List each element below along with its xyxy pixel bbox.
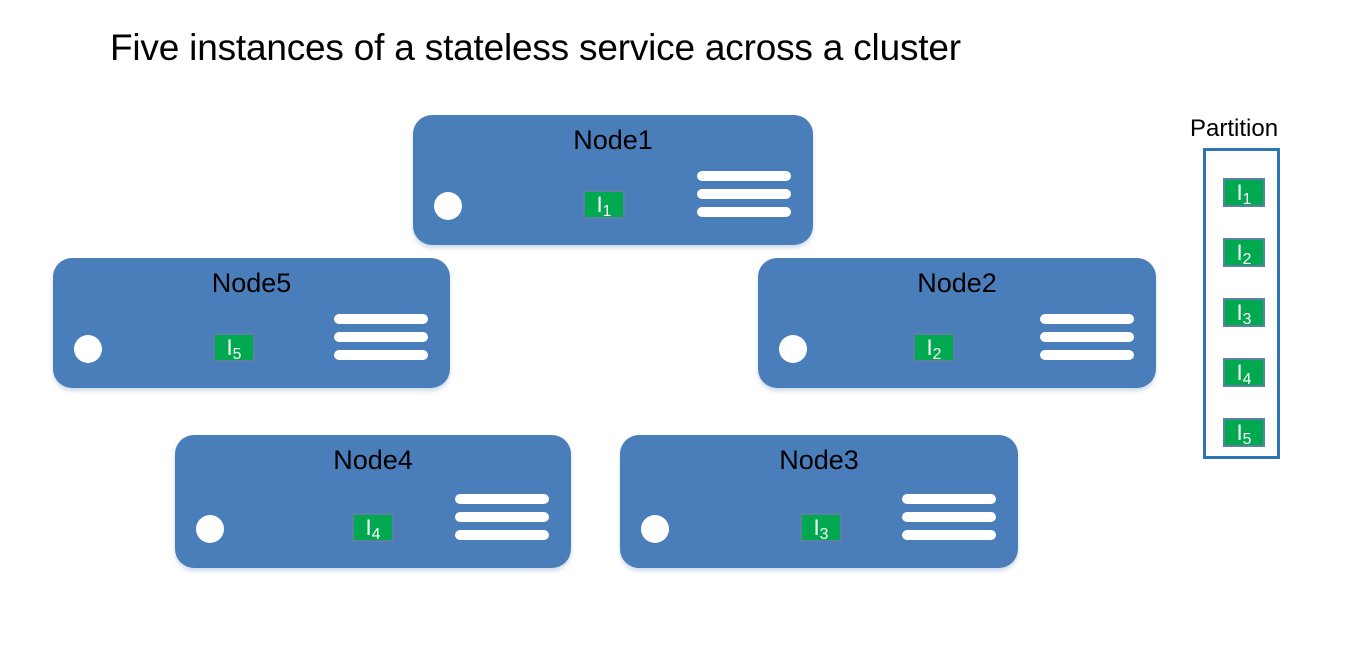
node-rack-line (902, 494, 996, 504)
instance-index: 5 (232, 345, 242, 363)
node-rack-line (334, 332, 428, 342)
node-rack-line (697, 171, 791, 181)
instance-index: 4 (371, 525, 381, 543)
instance-letter: I (596, 191, 603, 217)
node-rack-line (334, 350, 428, 360)
node-rack-line (334, 314, 428, 324)
instance-index: 2 (932, 345, 942, 363)
instance-index: 1 (602, 202, 612, 220)
node-status-light-icon (641, 515, 669, 543)
node-title: Node5 (211, 268, 292, 298)
node-status-light-icon (779, 335, 807, 363)
node-rack-lines-icon (334, 314, 428, 360)
node-rack-line (1040, 314, 1134, 324)
instance-letter: I (813, 514, 820, 540)
node-rack-lines-icon (902, 494, 996, 540)
page-title: Five instances of a stateless service ac… (110, 27, 961, 68)
instance-index: 5 (1242, 430, 1252, 448)
instance-letter: I (1236, 419, 1243, 445)
node-rack-line (1040, 350, 1134, 360)
node-rack-line (902, 512, 996, 522)
node-title: Node1 (573, 125, 653, 155)
partition-label: Partition (1190, 115, 1279, 142)
instance-letter: I (1236, 359, 1243, 385)
instance-letter: I (926, 334, 933, 360)
node-title: Node2 (917, 268, 997, 298)
instance-index: 3 (1242, 310, 1252, 328)
node-rack-lines-icon (697, 171, 791, 217)
node-rack-line (455, 494, 549, 504)
node-rack-lines-icon (1040, 314, 1134, 360)
node-rack-line (697, 207, 791, 217)
node-status-light-icon (196, 515, 224, 543)
node-status-light-icon (434, 192, 462, 220)
instance-letter: I (365, 514, 372, 540)
instance-letter: I (226, 334, 233, 360)
node-rack-lines-icon (455, 494, 549, 540)
node-rack-line (1040, 332, 1134, 342)
node-status-light-icon (74, 335, 102, 363)
node-title: Node4 (333, 445, 413, 475)
node-rack-line (455, 512, 549, 522)
node-rack-line (902, 530, 996, 540)
node-title: Node3 (779, 445, 859, 475)
instance-index: 3 (819, 525, 829, 543)
node-rack-line (455, 530, 549, 540)
instance-index: 1 (1242, 190, 1252, 208)
node-rack-line (697, 189, 791, 199)
instance-index: 2 (1242, 250, 1252, 268)
instance-index: 4 (1242, 370, 1252, 388)
instance-letter: I (1236, 299, 1243, 325)
instance-letter: I (1236, 179, 1243, 205)
instance-letter: I (1236, 239, 1243, 265)
